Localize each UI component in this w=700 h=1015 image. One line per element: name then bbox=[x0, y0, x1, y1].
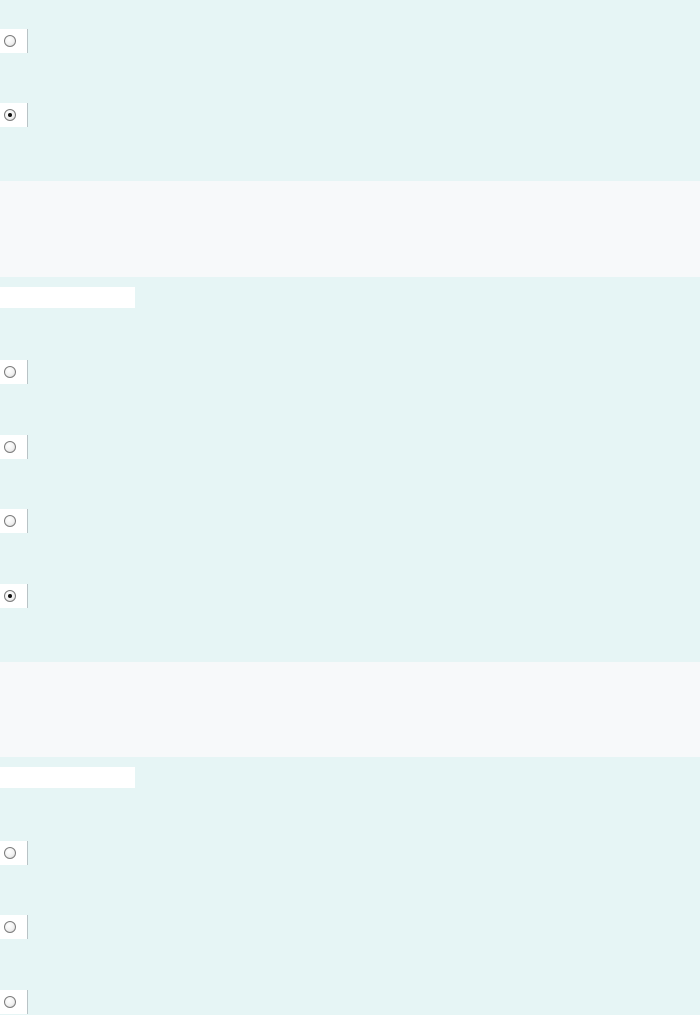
question-2-option-4[interactable] bbox=[0, 584, 30, 608]
question-2-tab bbox=[0, 287, 135, 308]
question-2-option-1-cell bbox=[0, 360, 28, 384]
question-3-answers bbox=[0, 788, 700, 1015]
question-2-option-2[interactable] bbox=[0, 435, 30, 459]
question-2-option-1-radio[interactable] bbox=[4, 366, 16, 378]
question-3-option-3-radio[interactable] bbox=[4, 996, 16, 1008]
question-1-answers bbox=[0, 0, 700, 181]
question-1-option-2-cell bbox=[0, 103, 28, 127]
question-2-option-1[interactable] bbox=[0, 360, 30, 384]
question-3-option-3[interactable] bbox=[0, 990, 30, 1014]
question-3-option-1[interactable] bbox=[0, 841, 30, 865]
question-3-option-2-radio[interactable] bbox=[4, 921, 16, 933]
question-2-header bbox=[0, 287, 700, 308]
question-3-option-1-radio[interactable] bbox=[4, 847, 16, 859]
question-2-option-4-radio[interactable] bbox=[4, 590, 16, 602]
question-1-feedback bbox=[0, 181, 700, 277]
question-1-option-2[interactable] bbox=[0, 103, 30, 127]
question-1-option-1-cell bbox=[0, 29, 28, 53]
question-2-option-2-radio[interactable] bbox=[4, 441, 16, 453]
question-2-option-3[interactable] bbox=[0, 509, 30, 533]
question-1-option-2-radio[interactable] bbox=[4, 109, 16, 121]
question-2-answers bbox=[0, 308, 700, 662]
question-3-option-2-cell bbox=[0, 915, 28, 939]
question-3-option-1-cell bbox=[0, 841, 28, 865]
question-3-header bbox=[0, 767, 700, 788]
question-3-option-2[interactable] bbox=[0, 915, 30, 939]
question-3-option-3-cell bbox=[0, 990, 28, 1014]
question-2-option-3-radio[interactable] bbox=[4, 515, 16, 527]
question-3-tab bbox=[0, 767, 135, 788]
question-1-option-1-radio[interactable] bbox=[4, 35, 16, 47]
question-2-option-2-cell bbox=[0, 435, 28, 459]
question-1-option-1[interactable] bbox=[0, 29, 30, 53]
question-2-feedback bbox=[0, 662, 700, 757]
question-2-option-3-cell bbox=[0, 509, 28, 533]
question-2-option-4-cell bbox=[0, 584, 28, 608]
